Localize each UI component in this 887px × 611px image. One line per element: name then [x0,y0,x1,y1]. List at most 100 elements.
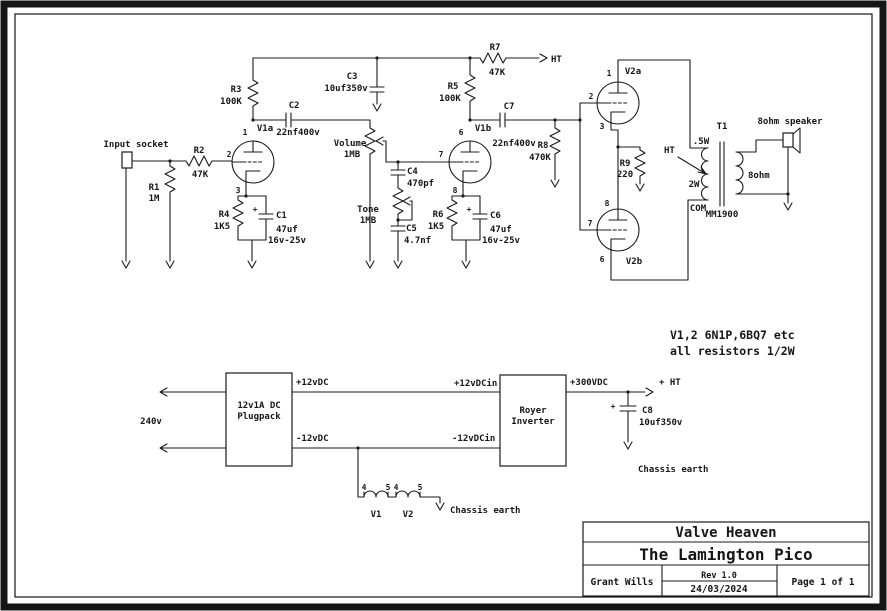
secondary-leads [735,139,789,195]
capacitor-c3: C3 10uf350v [324,57,385,112]
plugpack-label-2: Plugpack [237,412,281,422]
resistor-r9-symbol [617,146,646,185]
c2-value: 22nf400v [276,128,320,138]
t1-label: T1 [717,122,728,132]
v2b-pin-top: 8 [605,199,610,208]
ht-output-wire [565,387,654,397]
heater-pin-ticks [363,491,421,498]
p12in-label: +12vDCin [454,378,497,389]
date-label: 24/03/2024 [690,584,747,595]
ground-icon [435,502,445,511]
jack-wires [125,160,187,262]
resistor-symbol [185,155,233,167]
r5-value: 100K [439,94,461,104]
tap-com-label: COM [690,204,707,214]
r4-value: 1K5 [214,222,230,232]
r5-name: R5 [448,82,459,92]
v1b-pin-cathode: 8 [453,186,458,195]
mains-label: 240v [140,417,162,427]
r8-value: 470K [529,153,551,163]
heater-pin-4: 5 [418,483,423,492]
c6-polarity: + [467,205,472,214]
plugpack-label-1: 12v1A DC [237,401,280,411]
jack-symbol [121,151,133,169]
tap-mid-label: 2W [689,180,700,190]
note-line2: all resistors 1/2W [670,344,795,358]
plate-feed-wire [617,59,709,149]
capacitor-symbol [369,57,385,105]
capacitor-c2: C2 22nf400v [252,101,371,138]
join-wire [237,239,267,262]
resistor-r6-symbol [446,195,481,241]
resistor-r4-symbol [232,195,267,241]
return-wire [610,199,709,281]
ground-icon [623,441,633,450]
cathode [245,170,261,197]
heater-v1-label: V1 [371,510,382,520]
r1-value: 1M [149,194,160,204]
tube-v1b: 6 V1b 7 8 [439,124,492,197]
heater-v2-label: V2 [403,510,414,520]
transformer-t1: T1 .5W 2W COM MM1900 8ohm [689,122,789,220]
tone-wiper-arrow [397,196,413,221]
revision-label: Rev 1.0 [701,571,737,581]
r9-name: R9 [620,159,631,169]
v1a-cathode-network: R4 1K5 + C1 47uf 16v-25v [214,194,307,269]
v1b-label: V1b [475,124,492,134]
c1-polarity: + [253,205,258,214]
c5-value: 4.7nf [404,236,431,246]
v1b-cathode-network: R6 1K5 + C6 47uf 16v-25v [428,194,521,269]
c3-name: C3 [347,72,358,82]
ground-icon [783,202,793,211]
c8-value: 10uf350v [639,418,683,428]
royer-label-2: Inverter [511,417,555,427]
resistor-r3: R3 100K [220,57,259,122]
ht-label: HT [551,55,562,65]
input-socket-label: Input socket [103,140,168,150]
c3-value: 10uf350v [324,84,368,94]
heater-pin-3: 4 [394,483,399,492]
ground-icon [165,260,175,269]
c7-value: 22nf400v [492,139,536,149]
v2a-pin-grid: 2 [589,92,594,101]
company-name: Valve Heaven [675,525,776,541]
ground-icon [247,260,257,269]
c5-name: C5 [406,224,417,234]
royer-box [499,374,567,467]
resistor-symbol [247,57,259,121]
resistor-r5: R5 100K [439,57,476,122]
r3-name: R3 [231,85,242,95]
resistor-r2: R2 47K [185,146,233,180]
v2a-label: V2a [625,67,641,77]
c7-name: C7 [504,102,515,112]
capacitor-c1-symbol [258,195,274,241]
plate [608,208,628,221]
input-jack: Input socket [103,140,187,269]
m12-label: -12vDC [296,434,329,444]
r1-name: R1 [149,183,160,193]
c1-value: 47uf [276,225,298,235]
mains-input-wires [159,387,227,453]
ground-icon [393,260,403,269]
tone-value: 1MB [360,216,377,226]
speaker: 8ohm speaker [757,117,823,211]
resistor-symbol [164,160,176,262]
title-block: Valve Heaven The Lamington Pico Grant Wi… [582,521,870,597]
resistor-r8: R8 470K [529,119,561,188]
ground-icon [365,260,375,269]
b-plus-rail: R7 47K HT [252,43,562,78]
p300-label: +300VDC [570,378,608,388]
v1a-pin-grid: 2 [227,150,232,159]
sec-impedance-label: 8ohm [748,171,770,181]
r9-value: 220 [617,170,633,180]
title-block-lines [582,541,870,597]
pot-symbol [364,119,376,262]
v2b-label: V2b [626,257,643,267]
c1-rating: 16v-25v [268,236,307,246]
primary-winding [700,147,709,201]
join-wire [451,239,481,262]
speaker-cone [792,127,801,154]
